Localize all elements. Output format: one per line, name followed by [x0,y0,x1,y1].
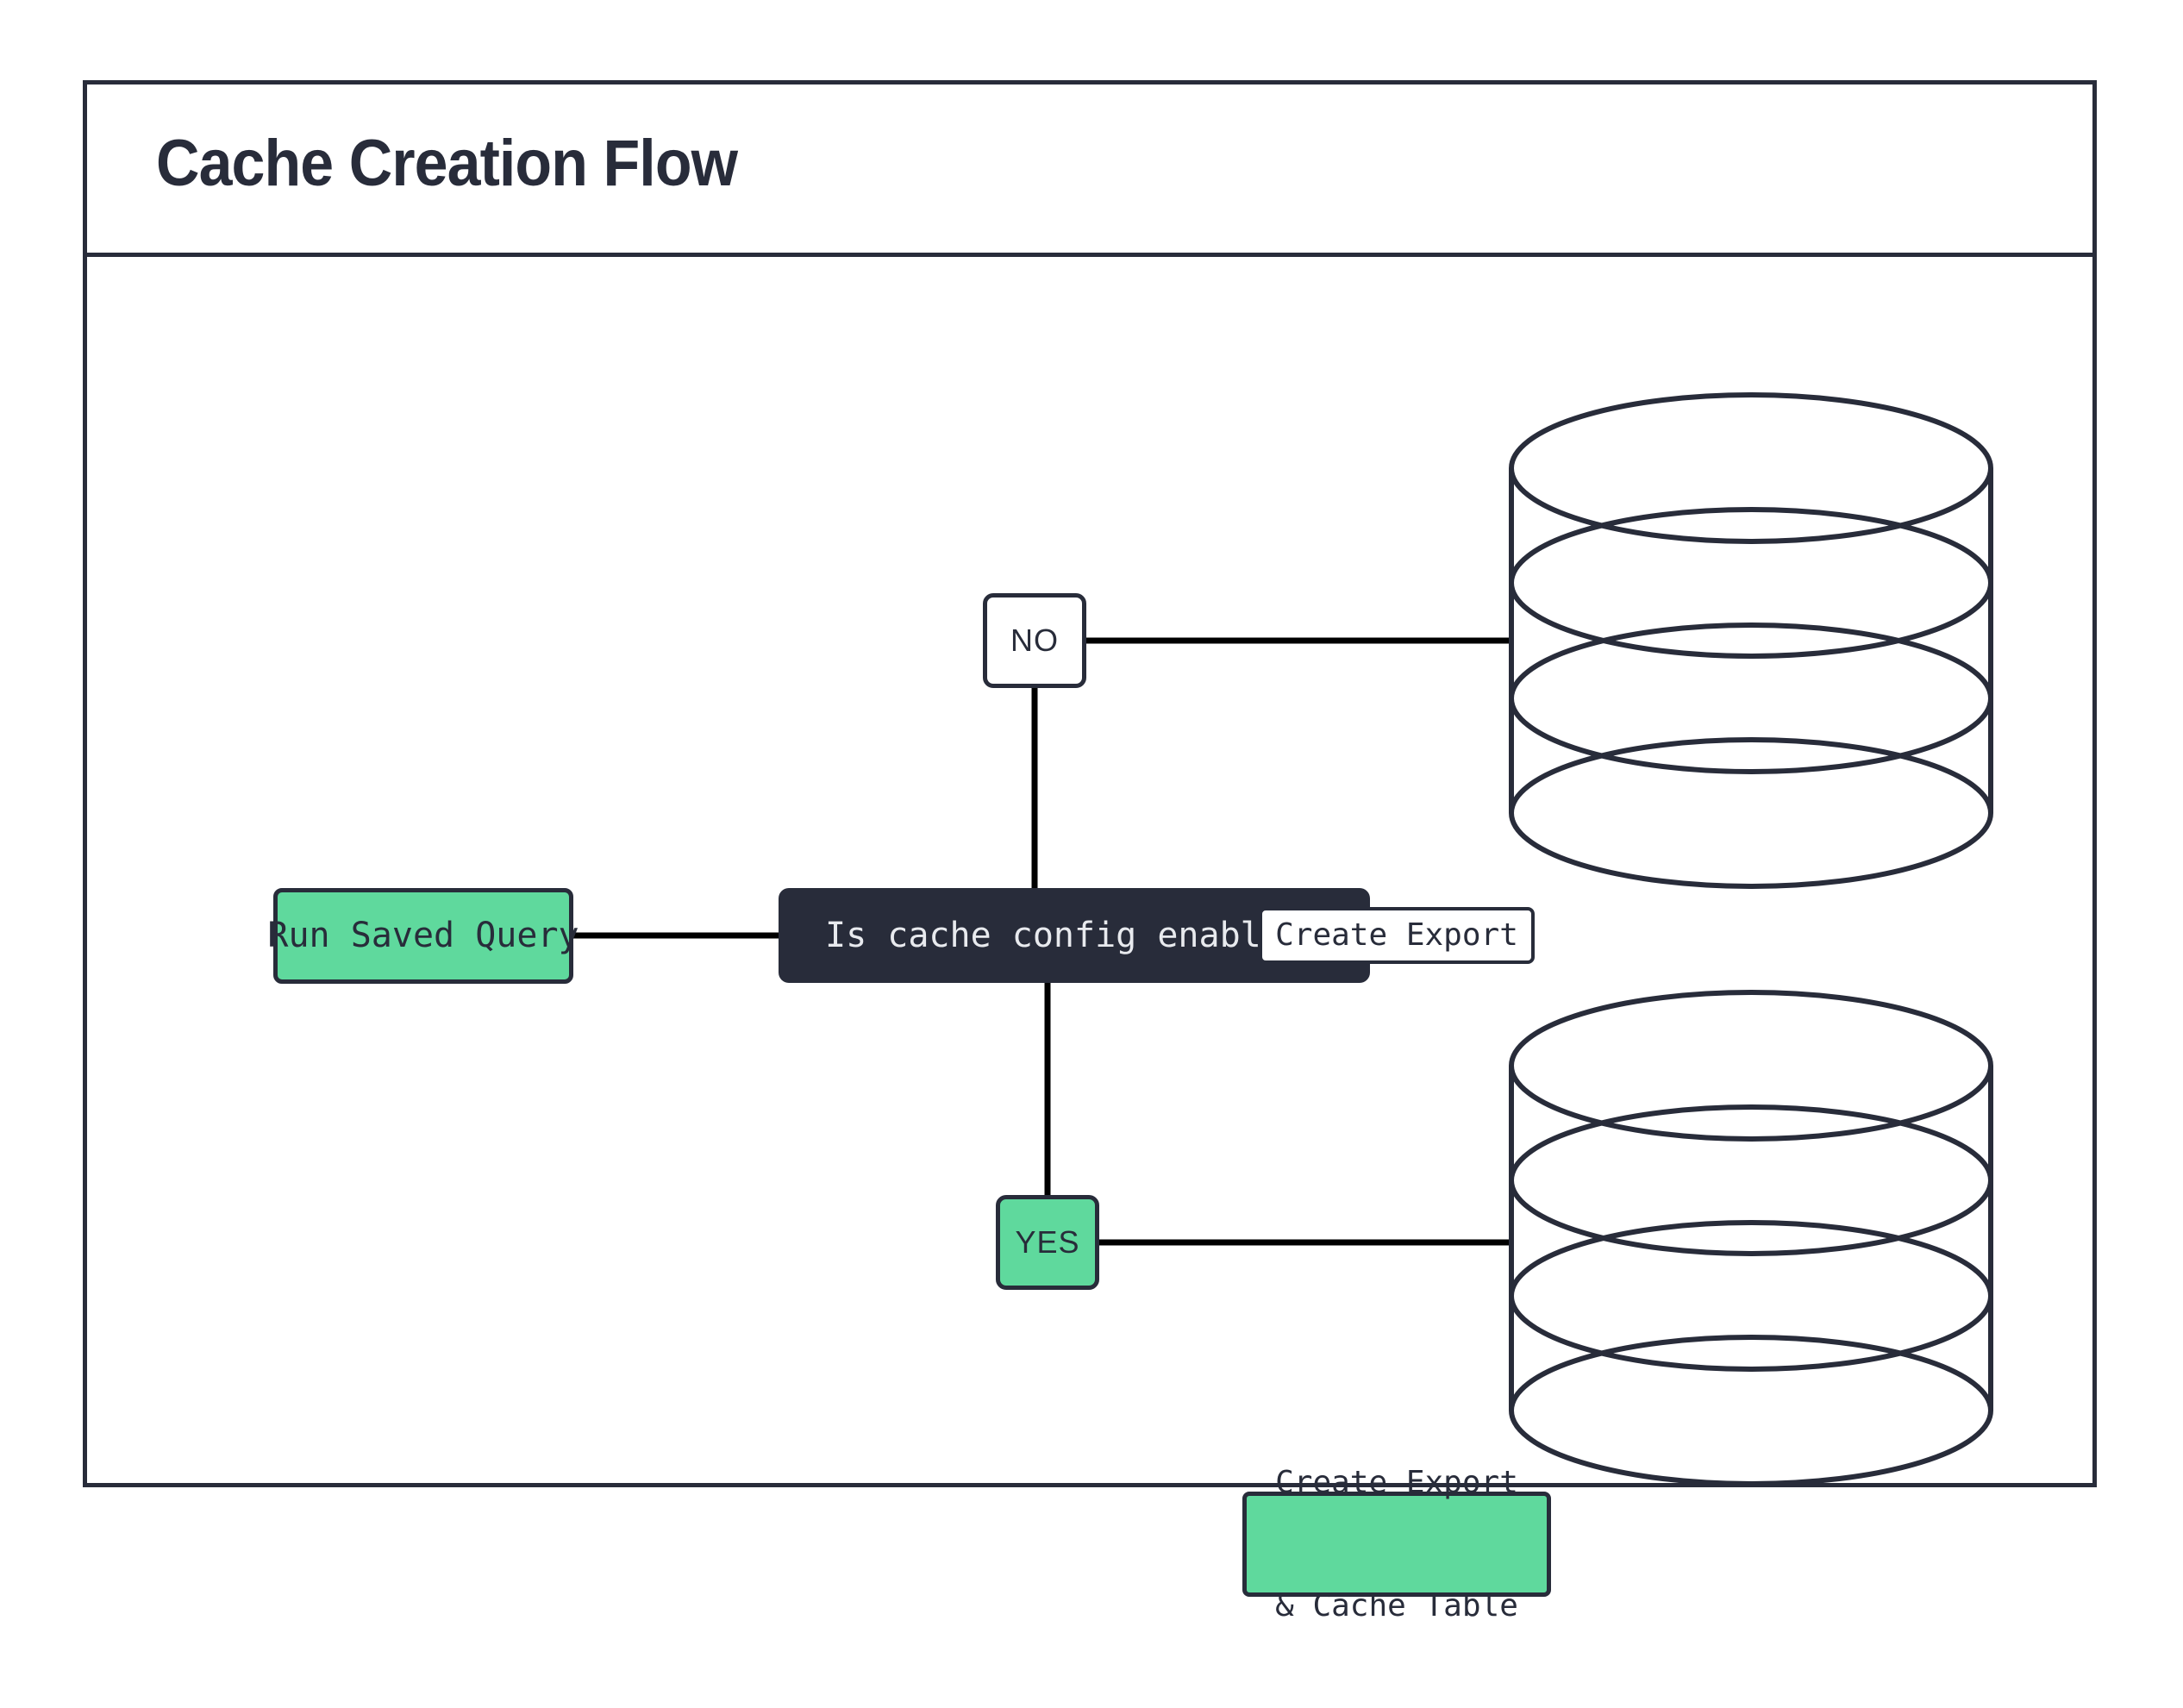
node-decision-is-cache-config-enabled[interactable]: Is cache config enabled? [779,888,1370,983]
edge-label-yes[interactable]: YES [996,1195,1099,1290]
node-label-create-export-cache-table[interactable]: Create Export & Cache Table [1242,1465,1551,1624]
db-cylinder-export-cache [1509,990,1993,1486]
page-title: Cache Creation Flow [156,127,738,200]
edge-label-no[interactable]: NO [983,593,1086,688]
node-run-saved-query[interactable]: Run Saved Query [267,888,579,984]
node-label-create-export[interactable]: Create Export [1259,907,1535,964]
node-label-line-1: Create Export [1275,1464,1518,1500]
node-label-line-2: & Cache Table [1275,1587,1518,1624]
diagram-vector-layer [573,392,1993,1486]
diagram-canvas: Run Saved Query Is cache config enabled?… [87,257,2092,1624]
db-cylinder-export [1509,392,1993,889]
diagram-frame: Cache Creation Flow [83,80,2097,1624]
diagram-title-bar: Cache Creation Flow [87,84,2092,257]
